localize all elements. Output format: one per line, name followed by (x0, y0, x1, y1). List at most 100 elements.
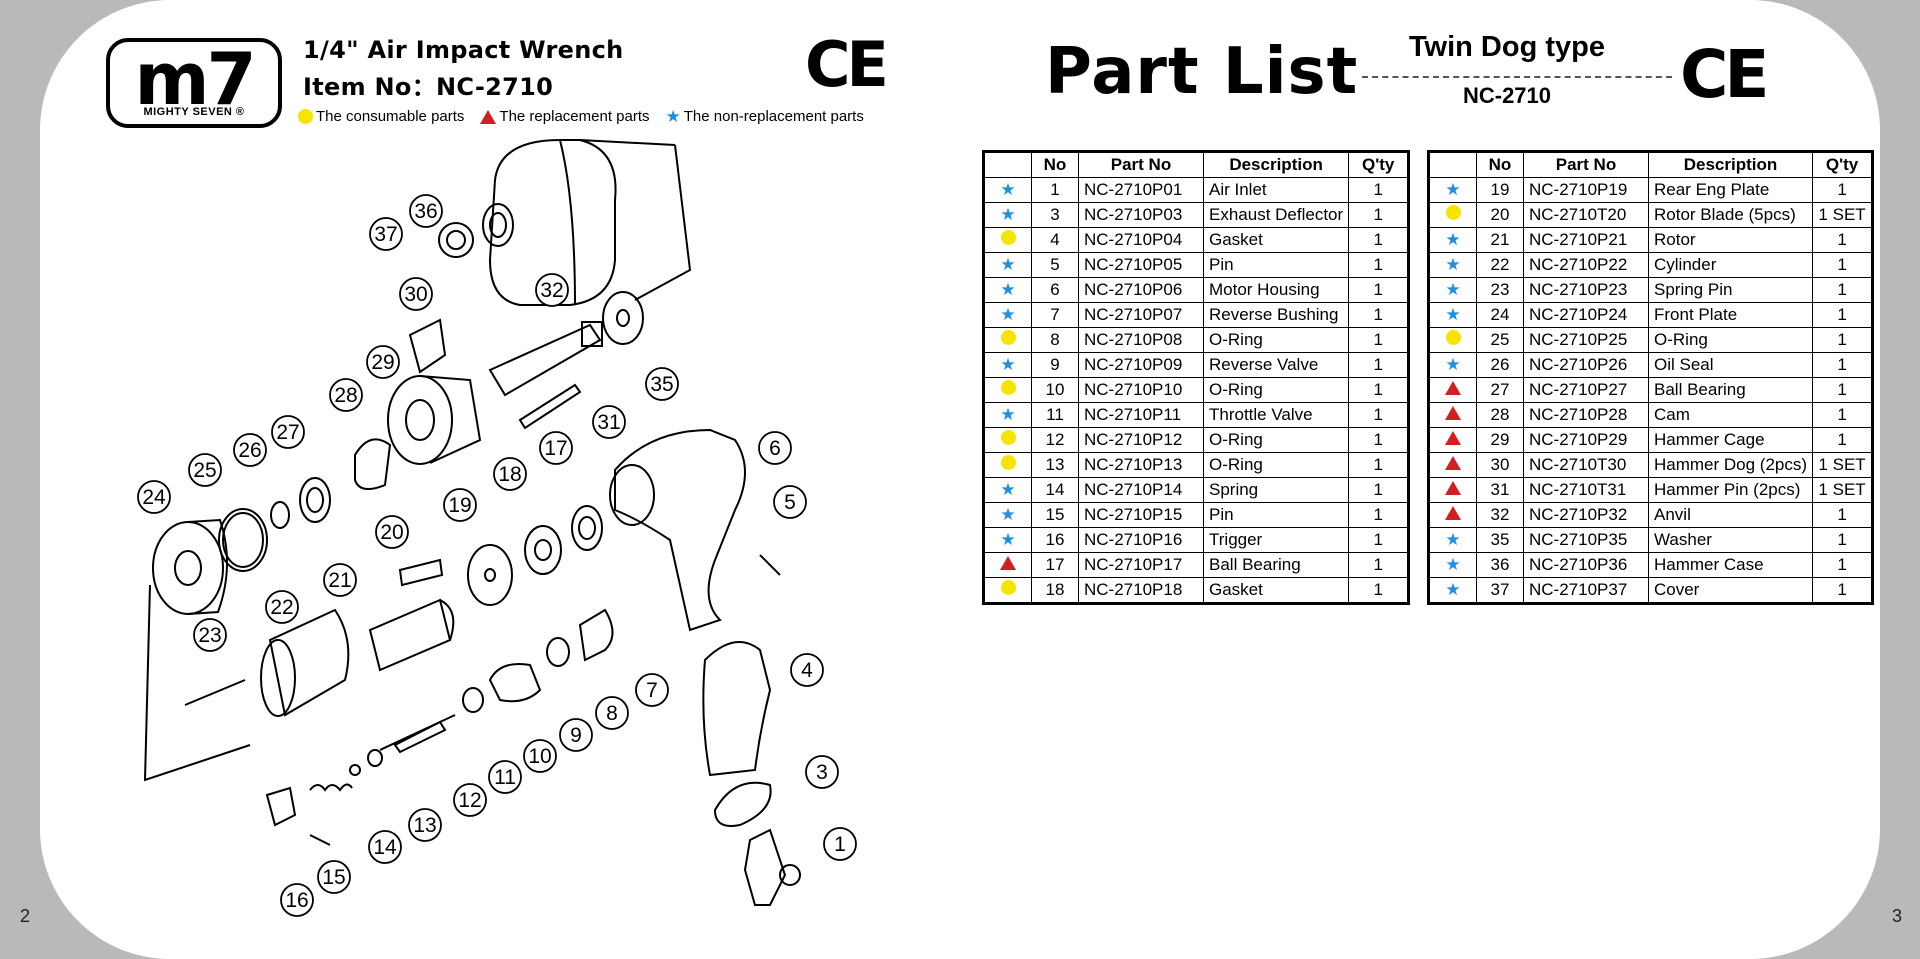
cell-qty: 1 (1348, 477, 1410, 503)
symbol-cell: ★ (1428, 277, 1477, 303)
symbol-cell: ★ (1428, 227, 1477, 253)
cell-description: O-Ring (1202, 377, 1350, 403)
callout-number: 13 (413, 814, 436, 837)
col-qty: Q'ty (1812, 151, 1874, 178)
callout-number: 1 (834, 833, 846, 856)
callout-circle (329, 378, 363, 412)
cell-qty: 1 (1812, 227, 1874, 253)
symbol-cell: ★ (983, 302, 1032, 328)
callout-number: 16 (285, 889, 308, 912)
cell-description: Pin (1202, 252, 1350, 278)
page-number-left: 2 (20, 906, 31, 926)
red-triangle-icon (480, 109, 497, 124)
cell-description: O-Ring (1647, 327, 1814, 353)
cell-part-no: NC-2710P32 (1523, 502, 1649, 528)
cell-part-no: NC-2710P07 (1078, 302, 1204, 328)
callout-number: 18 (498, 463, 521, 486)
legend-non-replacement: ★The non-replacement parts (665, 107, 864, 126)
cell-part-no: NC-2710P06 (1078, 277, 1204, 303)
cell-description: Hammer Pin (2pcs) (1647, 477, 1814, 503)
callout-number: 26 (238, 439, 261, 462)
cell-part-no: NC-2710P10 (1078, 377, 1204, 403)
cell-part-no: NC-2710P01 (1078, 177, 1204, 203)
callout-number: 10 (528, 745, 551, 768)
cell-part-no: NC-2710P29 (1523, 427, 1649, 453)
callout-circle (409, 194, 443, 228)
callout-circle (592, 405, 626, 439)
cell-qty: 1 (1348, 177, 1410, 203)
symbol-cell: ★ (983, 502, 1032, 528)
cell-qty: 1 (1348, 502, 1410, 528)
symbol-cell (983, 552, 1032, 578)
cell-qty: 1 (1812, 352, 1874, 378)
callout-number: 15 (322, 866, 345, 889)
part-list-title: Part List (1045, 35, 1359, 109)
symbol-cell (1428, 502, 1477, 528)
cell-description: O-Ring (1202, 452, 1350, 478)
blue-star-icon: ★ (1000, 405, 1016, 424)
callout-circle (535, 273, 569, 307)
callout-circle (443, 488, 477, 522)
symbol-cell: ★ (983, 277, 1032, 303)
cell-no: 6 (1031, 277, 1079, 303)
callout-number: 37 (374, 223, 397, 246)
callout-number: 27 (276, 421, 299, 444)
m7-logo: m7 MIGHTY SEVEN ® (106, 38, 282, 128)
dashed-divider (1362, 76, 1672, 78)
cell-description: Hammer Case (1647, 552, 1814, 578)
callout-circle (790, 653, 824, 687)
type-subtitle: Twin Dog type (1408, 31, 1605, 63)
legend: The consumable parts The replacement par… (298, 108, 864, 125)
callout-circle (453, 783, 487, 817)
callout-number: 32 (540, 279, 563, 302)
symbol-cell (983, 427, 1032, 453)
red-triangle-icon (1445, 456, 1461, 470)
callout-number: 25 (193, 459, 216, 482)
yellow-dot-icon (1000, 230, 1016, 245)
cell-description: Hammer Cage (1647, 427, 1814, 453)
red-triangle-icon (1445, 381, 1461, 395)
cell-part-no: NC-2710P22 (1523, 252, 1649, 278)
blue-star-icon: ★ (1445, 355, 1461, 374)
callout-circle (137, 480, 171, 514)
cell-qty: 1 SET (1812, 202, 1874, 228)
cell-part-no: NC-2710P25 (1523, 327, 1649, 353)
red-triangle-icon (1445, 506, 1461, 520)
cell-qty: 1 (1348, 377, 1410, 403)
blue-star-icon: ★ (1445, 180, 1461, 199)
blue-star-icon: ★ (1000, 530, 1016, 549)
blue-star-icon: ★ (1000, 280, 1016, 299)
symbol-cell: ★ (1428, 552, 1477, 578)
col-description: Description (1647, 151, 1814, 178)
callout-circle (539, 431, 573, 465)
cell-part-no: NC-2710P37 (1523, 577, 1649, 604)
cell-qty: 1 (1348, 452, 1410, 478)
cell-no: 23 (1476, 277, 1524, 303)
blue-star-icon: ★ (1445, 230, 1461, 249)
callout-circle (323, 563, 357, 597)
yellow-dot-icon (1000, 455, 1016, 470)
cell-description: Exhaust Deflector (1202, 202, 1350, 228)
symbol-cell (1428, 477, 1477, 503)
cell-description: Trigger (1202, 527, 1350, 553)
callout-circle (823, 827, 857, 861)
cell-no: 37 (1476, 577, 1524, 604)
symbol-cell: ★ (1428, 177, 1477, 203)
cell-no: 8 (1031, 327, 1079, 353)
cell-no: 4 (1031, 227, 1079, 253)
ce-mark-right: CE (1680, 36, 1770, 113)
col-description: Description (1202, 151, 1350, 178)
blue-star-icon: ★ (1000, 480, 1016, 499)
